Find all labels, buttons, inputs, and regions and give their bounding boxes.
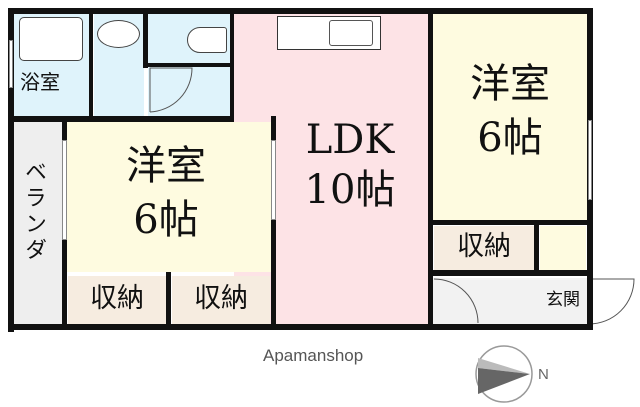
western-left-size: 6帖 <box>133 197 199 243</box>
door-swing-icon <box>149 67 193 113</box>
ldk-label: LDK <box>305 117 395 163</box>
storage-left-2-label: 収納 <box>194 283 248 314</box>
wall-bottom <box>8 324 593 330</box>
western-right-size: 6帖 <box>477 115 543 161</box>
wall-bath-h <box>8 116 234 122</box>
western-left-label: 洋室 <box>126 143 206 189</box>
wall-toilet-v <box>143 8 148 68</box>
kitchen-sink <box>329 20 373 46</box>
western-room-left <box>66 122 272 272</box>
bathtub <box>19 17 83 61</box>
storage-left-1 <box>68 276 166 324</box>
floor-plan: 浴室 LDK 10帖 洋室 6帖 収納 玄関 ベランダ 洋室 6帖 収納 収納 <box>8 8 635 332</box>
wall-storage-right-bottom <box>428 270 590 276</box>
wall-bath-v <box>89 8 93 120</box>
brand-logo: Apamanshop <box>263 346 364 365</box>
window-veranda <box>62 140 67 240</box>
wall-west-left-right <box>271 116 276 328</box>
compass-north-label: N <box>538 366 549 383</box>
veranda-label: ベランダ <box>21 160 46 264</box>
veranda <box>14 122 62 324</box>
bath-label: 浴室 <box>20 70 60 94</box>
western-right-label: 洋室 <box>470 61 550 107</box>
wall-storage-right-top <box>428 220 590 225</box>
entrance-door-icon <box>433 278 479 324</box>
shoe-closet <box>540 226 586 270</box>
compass-icon <box>475 345 533 403</box>
window-right <box>588 120 592 200</box>
wall-top <box>8 8 593 14</box>
wall-ldk-right <box>428 8 433 330</box>
hall-area <box>148 67 232 117</box>
window-left <box>9 40 13 88</box>
western-room-right <box>432 13 588 221</box>
toilet-icon <box>187 27 227 53</box>
wall-toilet-h <box>143 63 233 67</box>
sink-icon <box>97 20 140 48</box>
storage-right-label: 収納 <box>457 231 511 262</box>
window-ldk <box>271 140 276 220</box>
front-door-icon <box>588 278 635 325</box>
wall-left <box>8 8 14 332</box>
wall-storage-div <box>166 272 171 328</box>
ldk-size: 10帖 <box>304 167 396 213</box>
storage-left-2 <box>172 276 270 324</box>
storage-left-1-label: 収納 <box>90 283 144 314</box>
entrance-label: 玄関 <box>546 290 580 310</box>
wall-storage-right-div <box>534 222 539 274</box>
wall-ldk-left <box>230 8 234 120</box>
storage-right <box>434 226 534 270</box>
